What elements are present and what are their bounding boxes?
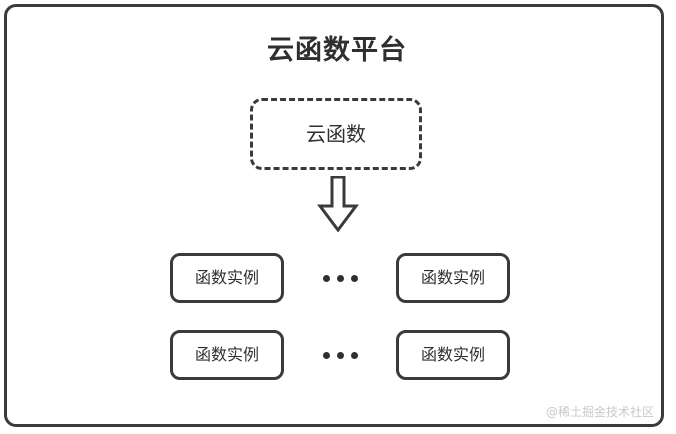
function-instance-label: 函数实例: [194, 268, 259, 287]
function-instance-box: 函数实例: [396, 330, 510, 380]
instance-row-1: 函数实例 函数实例: [170, 253, 510, 303]
function-instance-label: 函数实例: [194, 345, 259, 364]
function-instance-label: 函数实例: [420, 345, 485, 364]
ellipsis-icon: [319, 351, 362, 359]
ellipsis-dot: [322, 351, 330, 359]
cloud-function-node: 云函数: [250, 98, 422, 170]
function-instance-label: 函数实例: [420, 268, 485, 287]
function-instance-box: 函数实例: [170, 330, 284, 380]
down-block-arrow-icon: [312, 176, 364, 232]
function-instance-box: 函数实例: [396, 253, 510, 303]
ellipsis-dot: [322, 274, 330, 282]
instance-row-2: 函数实例 函数实例: [170, 330, 510, 380]
ellipsis-dot: [350, 351, 358, 359]
function-instance-box: 函数实例: [170, 253, 284, 303]
ellipsis-dot: [336, 274, 344, 282]
ellipsis-dot: [350, 274, 358, 282]
ellipsis-icon: [319, 274, 362, 282]
watermark: @稀土掘金技术社区: [545, 405, 654, 419]
cloud-function-label: 云函数: [306, 122, 366, 146]
ellipsis-dot: [336, 351, 344, 359]
page-title: 云函数平台: [267, 35, 407, 66]
